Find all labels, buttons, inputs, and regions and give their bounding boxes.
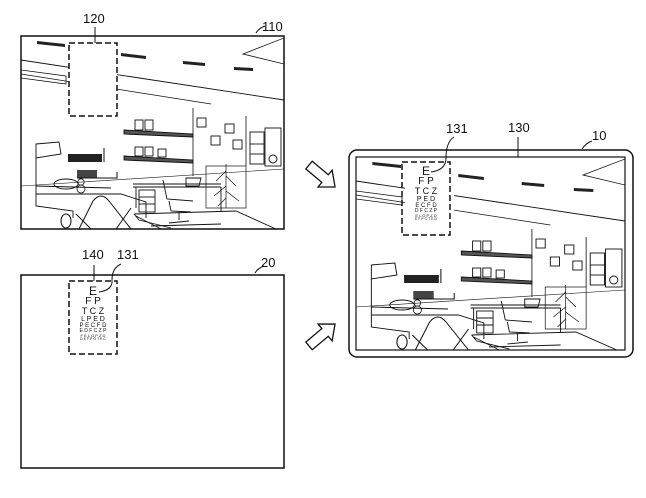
leader-131-device — [430, 136, 455, 173]
leader-110 — [255, 25, 266, 34]
device-screen-border — [355, 156, 626, 351]
eye-chart-row: E C F D — [415, 203, 437, 209]
ref-label-10: 10 — [592, 128, 607, 143]
ref-label-140: 140 — [82, 247, 104, 262]
ref-label-130: 130 — [508, 120, 530, 135]
eye-chart-row: T C Z — [81, 306, 105, 316]
ref-label-20: 20 — [261, 255, 276, 270]
display-device-10 — [348, 136, 634, 358]
eye-chart-row: E F P C T E D — [415, 217, 437, 221]
leader-10 — [581, 140, 593, 150]
eye-chart-row: P E C F D — [79, 323, 107, 329]
eye-chart-row: E — [88, 284, 97, 298]
arrow-top — [304, 160, 336, 188]
device-screen-130 — [356, 158, 625, 350]
second-display-panel — [20, 263, 285, 469]
eye-chart-row: P E D — [416, 196, 436, 203]
eye-chart-row: D F C Z P — [414, 208, 438, 214]
second-display-border — [20, 274, 285, 469]
camera-image-border — [20, 35, 285, 230]
ref-label-120: 120 — [83, 11, 105, 26]
eye-chart-overlay-region — [401, 161, 451, 236]
eye-chart-row: F P — [418, 176, 434, 187]
eye-chart-region-140 — [68, 280, 118, 355]
eye-chart-row: E — [421, 164, 430, 178]
eye-chart-row: T C Z — [414, 186, 438, 196]
eye-chart-row: E D F C Z P — [79, 328, 107, 334]
arrow-bottom — [304, 323, 336, 351]
leader-131-second — [98, 263, 122, 293]
eye-chart-row: L P E D — [81, 316, 105, 323]
eye-chart-row: F E L O P Z D — [80, 333, 106, 338]
ref-label-131-device: 131 — [446, 121, 468, 136]
camera-image-panel — [20, 25, 285, 230]
empty-region-120 — [68, 42, 118, 117]
eye-chart-second: E F P T C Z L P E D P E C F D E D F C Z … — [70, 285, 116, 342]
eye-chart-device: E F P T C Z P E D E C F D D F C Z P E L … — [403, 165, 449, 222]
eye-chart-row: E L O P Z D — [415, 213, 437, 218]
ref-label-110: 110 — [262, 19, 283, 34]
leader-20 — [254, 265, 265, 274]
eye-chart-row: F P — [85, 296, 101, 307]
ref-label-131-second: 131 — [117, 247, 139, 262]
eye-chart-row: D E F P O T E C — [80, 337, 106, 341]
